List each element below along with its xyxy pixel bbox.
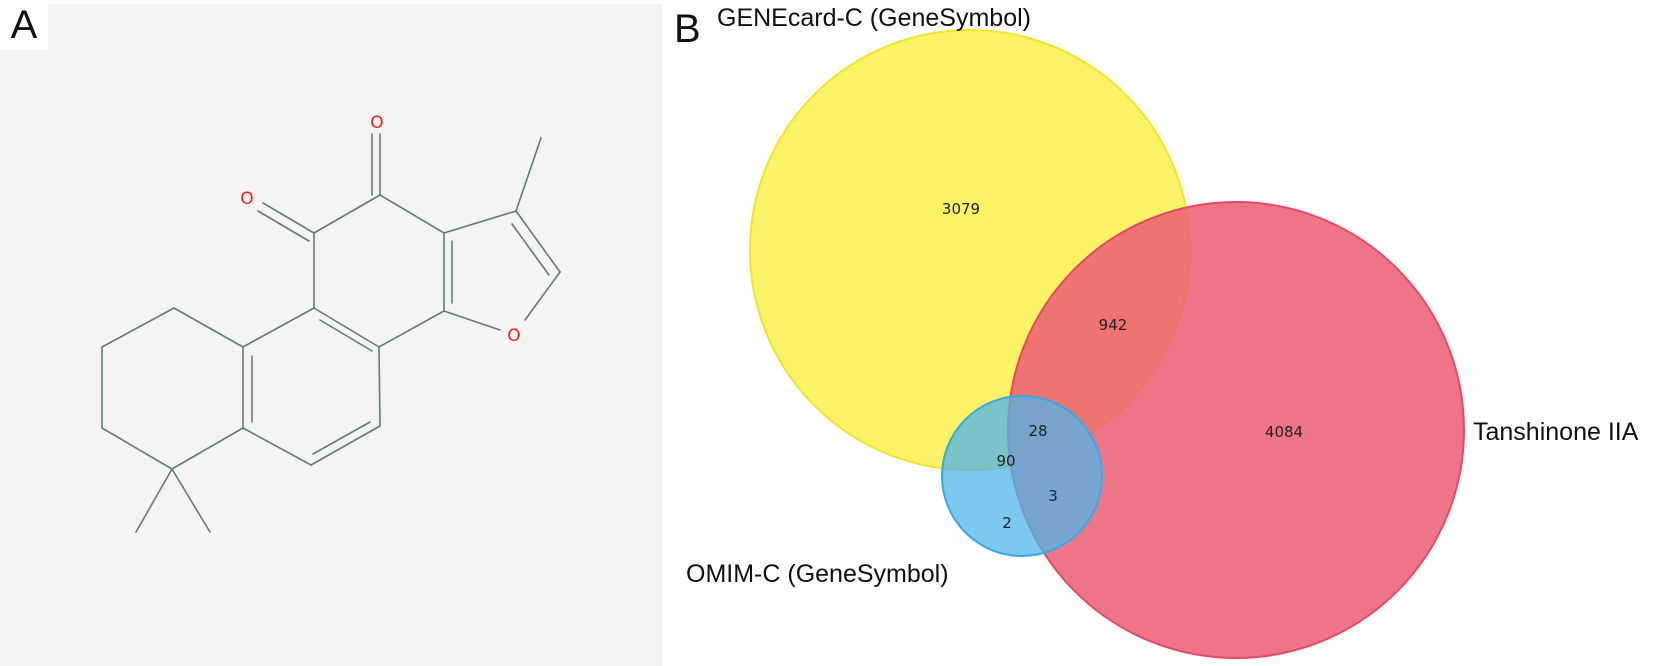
venn-circle-omim (941, 395, 1103, 557)
panel-a-label: A (0, 0, 48, 50)
region-count-genecard-tanshinone: 942 (1099, 316, 1128, 334)
oxygen-atom-left: O (240, 189, 253, 209)
panel-b-label: B (674, 7, 701, 51)
set-label-tanshinone: Tanshinone IIA (1473, 418, 1639, 446)
region-count-omim-only: 2 (1002, 514, 1012, 532)
molecule-panel: O O O (0, 4, 662, 666)
region-count-genecard-omim: 90 (996, 452, 1015, 470)
molecule-structure: O O O (101, 113, 561, 533)
region-count-omim-tanshinone: 3 (1048, 487, 1058, 505)
region-count-genecard-only: 3079 (942, 200, 980, 218)
region-count-all-three: 28 (1028, 422, 1047, 440)
oxygen-atom-furan: O (507, 326, 520, 346)
oxygen-atom-top: O (370, 113, 383, 133)
region-count-tanshinone-only: 4084 (1265, 423, 1303, 441)
set-label-genecard: GENEcard-C (GeneSymbol) (717, 4, 1031, 32)
set-label-omim: OMIM-C (GeneSymbol) (686, 560, 949, 588)
